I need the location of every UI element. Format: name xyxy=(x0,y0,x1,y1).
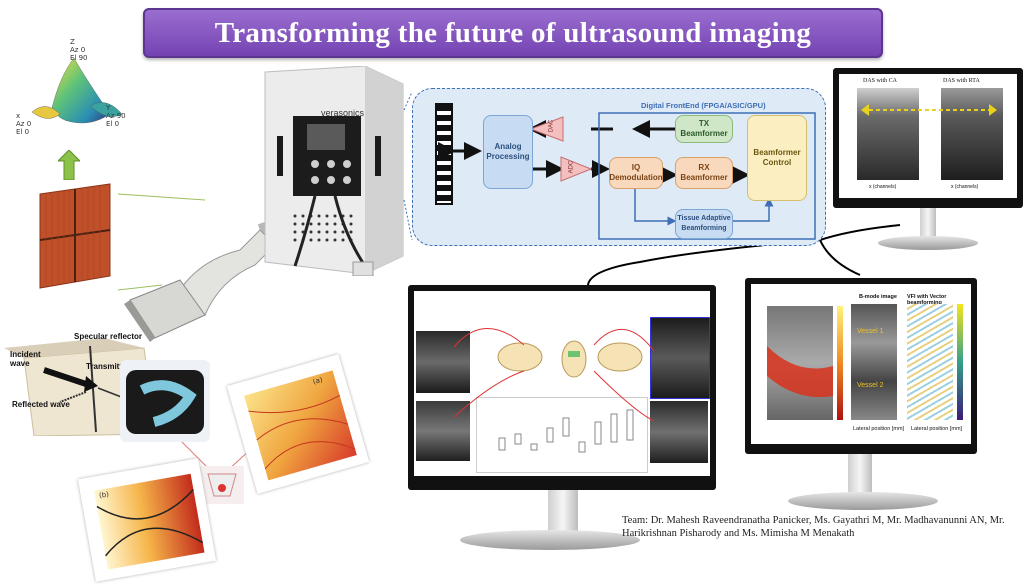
center-screen xyxy=(414,291,710,476)
y-axis-label: Y xyxy=(106,104,111,112)
top-right-monitor-stand xyxy=(920,208,936,238)
vessel-flow-image xyxy=(767,306,833,420)
das-ca-title: DAS with CA xyxy=(863,78,898,84)
block-diagram-panel: Digital FrontEnd (FPGA/ASIC/GPU) Analog … xyxy=(412,88,826,246)
b-mode-title: B-mode image xyxy=(859,294,897,300)
page-title: Transforming the future of ultrasound im… xyxy=(214,16,812,49)
verasonics-system-image: verasonics xyxy=(255,65,405,277)
specular-reflector-label: Specular reflector xyxy=(74,332,143,341)
transmitted-wave-label: Transmitted wave xyxy=(86,362,153,371)
top-az-label: Az 0 xyxy=(70,46,86,54)
team-credits: Team: Dr. Mahesh Raveendranatha Panicker… xyxy=(622,515,1005,539)
vessel-1-label: Vessel 1 xyxy=(857,328,884,335)
brand-label: verasonics xyxy=(321,108,365,118)
tx-beamformer-block: TX Beamformer xyxy=(675,115,733,143)
center-monitor-stand xyxy=(548,490,578,532)
arm-phantom-image xyxy=(120,360,210,442)
heatmap-a: (a) xyxy=(226,354,370,494)
box-plot-chart xyxy=(476,397,648,473)
b-mode-image: Vessel 1 Vessel 2 xyxy=(851,304,897,420)
reflected-wave-label: Reflected wave xyxy=(12,400,70,409)
small-probe-image xyxy=(200,466,244,504)
transducer-array-image xyxy=(30,180,118,292)
beam-pattern-plot: Z Az 0 El 90 x Az 0 El 0 Y Az 90 El 0 xyxy=(12,36,132,146)
das-rta-image xyxy=(941,88,1003,180)
right-el-label: El 0 xyxy=(106,120,120,128)
right-screen: B-mode image Vessel 1 Vessel 2 VFI with … xyxy=(751,284,971,444)
tissue-adaptive-block: Tissue Adaptive Beamforming xyxy=(675,209,733,239)
z-axis-label: Z xyxy=(70,38,75,46)
analog-processing-block: Analog Processing xyxy=(483,115,533,189)
top-right-monitor: DAS with CA DAS with RTA x (channels) x … xyxy=(833,68,1023,208)
b-mode-xlabel: Lateral position [mm] xyxy=(853,426,905,432)
up-arrow-icon xyxy=(58,150,80,180)
das-rta-title: DAS with RTA xyxy=(943,78,980,84)
vfi-image xyxy=(907,304,953,420)
right-az-label: Az 90 xyxy=(106,112,126,120)
ultrasound-frame-4 xyxy=(650,401,708,463)
title-banner: Transforming the future of ultrasound im… xyxy=(143,8,883,58)
ultrasound-frame-1 xyxy=(416,331,470,393)
right-monitor-base xyxy=(788,492,938,510)
iq-demodulation-block: IQ Demodulation xyxy=(609,157,663,189)
ultrasound-frame-3 xyxy=(650,317,710,399)
left-el-label: El 0 xyxy=(16,128,30,136)
top-el-label: El 90 xyxy=(70,54,88,62)
panel-b-label: (b) xyxy=(98,490,110,500)
left-az-label: Az 0 xyxy=(16,120,32,128)
beam-pattern-graphic xyxy=(31,57,123,124)
vfi-xlabel: Lateral position [mm] xyxy=(911,426,963,432)
colorbar-1 xyxy=(837,306,843,420)
channels-label-right: x (channels) xyxy=(951,184,979,190)
top-right-monitor-base xyxy=(878,236,978,250)
heatmap-b: (b) xyxy=(77,458,217,582)
red-connector-lines xyxy=(453,328,655,422)
adc-label: ADC xyxy=(568,160,575,174)
incident-wave-label: Incident wave xyxy=(10,350,41,368)
dac-label: DAC xyxy=(548,119,555,133)
vessel-2-label: Vessel 2 xyxy=(857,382,884,389)
right-monitor-stand xyxy=(848,454,872,494)
channels-label-left: x (channels) xyxy=(869,184,897,190)
vfi-title: VFI with Vector beamforming xyxy=(907,294,947,306)
das-ca-image xyxy=(857,88,919,180)
rx-beamformer-block: RX Beamformer xyxy=(675,157,733,189)
beamformer-control-block: Beamformer Control xyxy=(747,115,807,201)
yellow-arrows xyxy=(861,104,997,116)
top-right-screen: DAS with CA DAS with RTA x (channels) x … xyxy=(839,74,1017,198)
colorbar-2 xyxy=(957,304,963,420)
fpga-label: Digital FrontEnd (FPGA/ASIC/GPU) xyxy=(641,101,766,110)
spine-illustration xyxy=(490,337,650,387)
right-monitor: B-mode image Vessel 1 Vessel 2 VFI with … xyxy=(745,278,977,454)
center-monitor-base xyxy=(460,530,640,550)
center-monitor xyxy=(408,285,716,490)
x-axis-label: x xyxy=(16,112,21,120)
